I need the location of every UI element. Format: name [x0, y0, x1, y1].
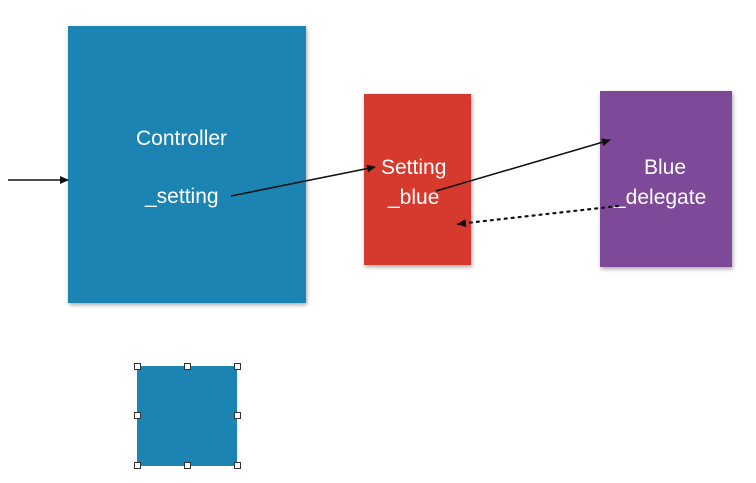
- resize-handle-middle-left[interactable]: [134, 412, 141, 419]
- selected-square-shape[interactable]: [137, 366, 237, 466]
- controller-title: Controller: [136, 127, 228, 150]
- controller-field: _setting: [145, 185, 219, 208]
- resize-handle-bottom-middle[interactable]: [184, 462, 191, 469]
- resize-handle-top-left[interactable]: [134, 363, 141, 370]
- blue-delegate-box[interactable]: [600, 91, 732, 267]
- setting-box[interactable]: [364, 94, 471, 265]
- resize-handle-top-right[interactable]: [234, 363, 241, 370]
- weak-back-reference-arrow: [456, 204, 620, 228]
- controller-box[interactable]: [68, 26, 306, 303]
- setting-field: _blue: [388, 186, 440, 209]
- resize-handle-bottom-right[interactable]: [234, 462, 241, 469]
- setting-title: Setting: [381, 156, 447, 179]
- delegate-title: Blue: [644, 156, 687, 179]
- delegate-field: _delegate: [614, 186, 707, 209]
- resize-handle-middle-right[interactable]: [234, 412, 241, 419]
- resize-handle-top-middle[interactable]: [184, 363, 191, 370]
- resize-handle-bottom-left[interactable]: [134, 462, 141, 469]
